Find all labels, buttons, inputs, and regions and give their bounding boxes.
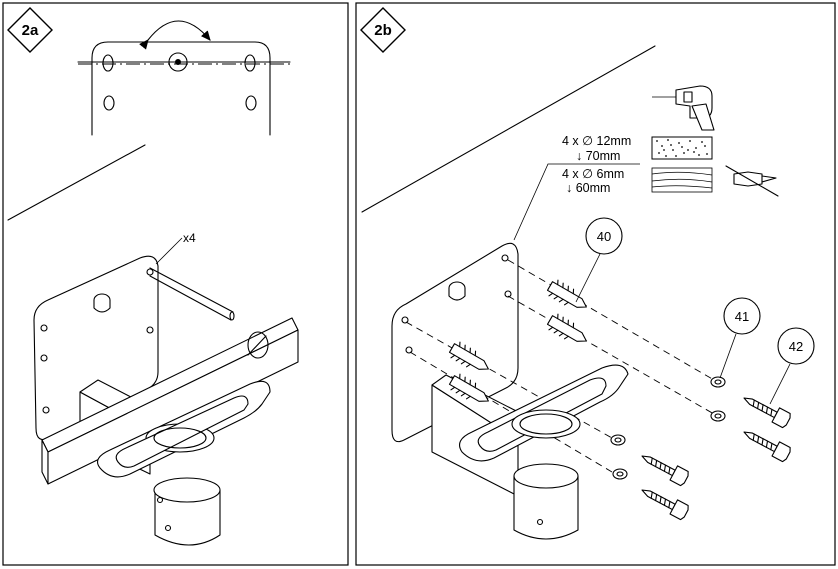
callout-40: 40 bbox=[575, 217, 623, 303]
callout-41-label: 41 bbox=[735, 309, 749, 324]
top-plate-detail bbox=[77, 20, 291, 136]
concrete-depth-spec: ↓ 70mm bbox=[576, 149, 620, 163]
concrete-icon bbox=[651, 136, 713, 160]
callout-41: 41 bbox=[719, 297, 761, 379]
post-socket-2b bbox=[459, 364, 629, 540]
drill-icon bbox=[652, 85, 715, 131]
washer bbox=[710, 410, 726, 422]
washers bbox=[610, 376, 726, 480]
wood-depth-spec: ↓ 60mm bbox=[566, 181, 610, 195]
panel-2a: 2a bbox=[2, 2, 349, 566]
washer bbox=[710, 376, 726, 388]
screws bbox=[641, 397, 791, 521]
drill-spec-wood: 4 x ∅ 6mm ↓ 60mm bbox=[562, 167, 624, 195]
wood-hole-spec: 4 x ∅ 6mm bbox=[562, 167, 624, 181]
panel-2b: 2b 4 x ∅ 12mm ↓ 70mm 4 x ∅ 6mm ↓ 60mm bbox=[355, 2, 836, 566]
screw bbox=[641, 455, 689, 487]
step-2a-label: 2a bbox=[22, 22, 39, 39]
step-2b-badge: 2b bbox=[360, 7, 406, 53]
wall-edge-line-2b bbox=[361, 45, 656, 213]
step-2b-label: 2b bbox=[374, 22, 392, 39]
washer bbox=[610, 434, 626, 446]
callout-42-label: 42 bbox=[789, 339, 803, 354]
wall-plug bbox=[448, 341, 489, 370]
screw bbox=[743, 431, 791, 463]
wall-plug bbox=[448, 373, 489, 402]
post-socket bbox=[97, 380, 271, 546]
bolt-head bbox=[93, 293, 111, 313]
bolt-head-2b bbox=[448, 281, 466, 301]
concrete-hole-spec: 4 x ∅ 12mm bbox=[562, 134, 631, 148]
drill-spec-concrete: 4 x ∅ 12mm ↓ 70mm bbox=[562, 134, 631, 163]
wall-edge-line bbox=[7, 144, 146, 221]
screw-rod bbox=[149, 267, 235, 321]
callout-42: 42 bbox=[769, 327, 815, 405]
quantity-x4: x4 bbox=[183, 231, 196, 245]
wood-icon bbox=[651, 167, 713, 193]
step-2a-badge: 2a bbox=[7, 7, 53, 53]
callout-40-label: 40 bbox=[597, 229, 611, 244]
no-plug-icon bbox=[725, 165, 779, 197]
rotate-arrow-icon bbox=[139, 20, 211, 50]
screw bbox=[641, 489, 689, 521]
washer bbox=[612, 468, 628, 480]
timber-beam-front bbox=[47, 329, 299, 485]
panel-2b-frame bbox=[355, 2, 836, 566]
wall-plug bbox=[546, 313, 587, 342]
wall-plate-assembly: x4 bbox=[33, 231, 299, 546]
screw bbox=[743, 397, 791, 429]
